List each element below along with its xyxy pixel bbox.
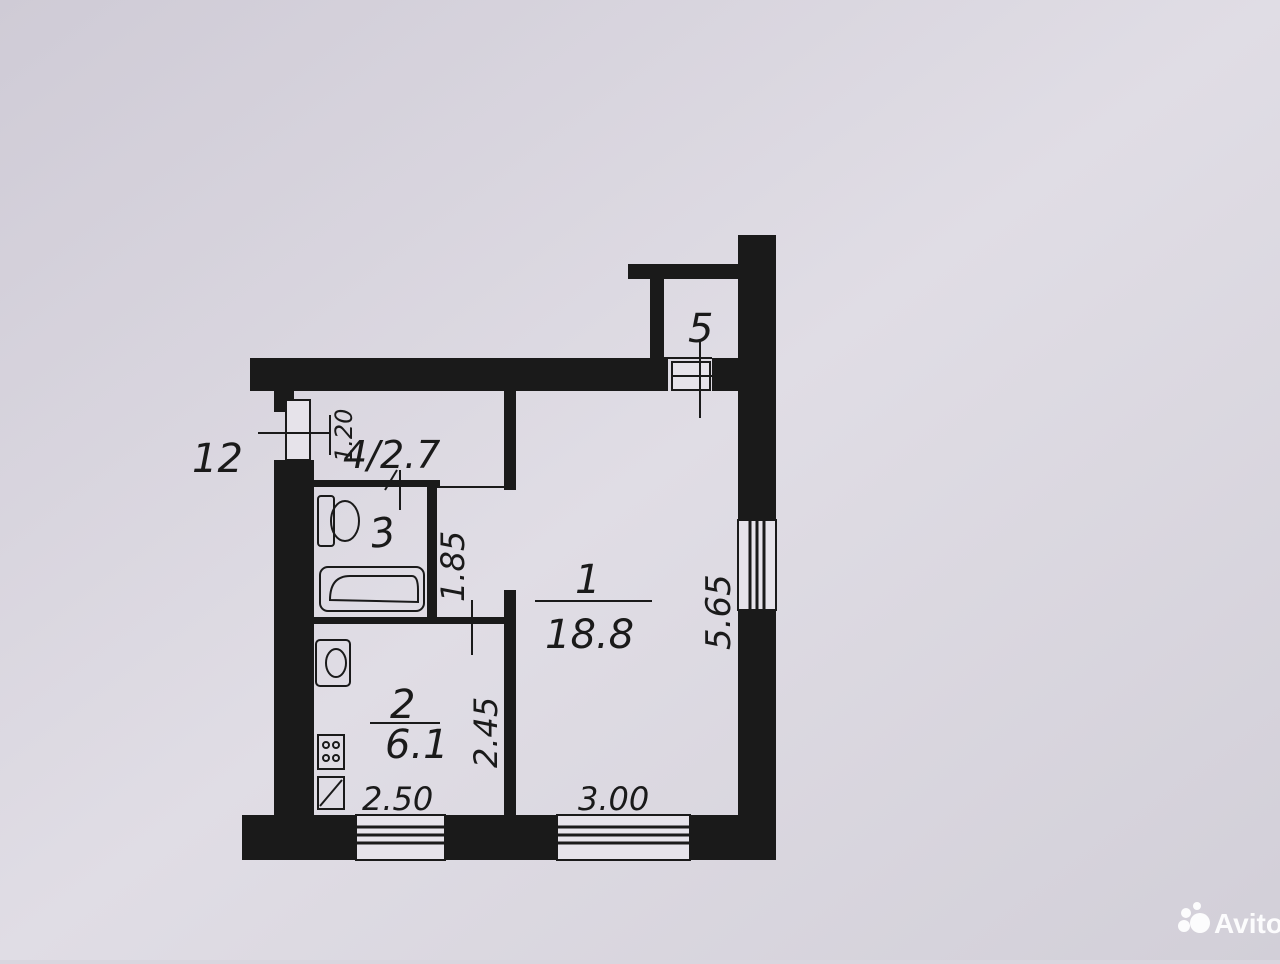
top-wall: [250, 358, 668, 391]
top-wall-right-segment: [712, 358, 742, 391]
kitchen-window: [355, 814, 446, 861]
entrance-door: [285, 399, 311, 461]
kitchen-right-partition: [504, 590, 516, 815]
stove-icon: [317, 734, 345, 770]
avito-watermark-text: Avito: [1214, 908, 1280, 939]
pantry-top-wall: [628, 264, 738, 279]
room1-width-dim: 3.00: [578, 780, 649, 818]
hall-width-dim: 1.20: [330, 409, 358, 462]
room3-number: 3: [367, 509, 399, 558]
room1-area: 18.8: [545, 612, 634, 658]
bottom-wall-middle: [445, 815, 557, 860]
windows: [355, 519, 777, 861]
room12-number: 12: [192, 436, 243, 482]
left-wall: [274, 460, 314, 815]
kitchen-width-dim: 2.50: [362, 780, 433, 818]
bottom-wall-right: [690, 815, 776, 860]
dimension-labels: 5.65 3.00 2.50 2.45 1.85 1.20: [330, 409, 739, 818]
hall-partition-top: [504, 390, 516, 490]
room2-number: 2: [390, 682, 415, 728]
bath-kitchen-partition: [310, 617, 510, 624]
bathtub-icon: [319, 566, 425, 612]
room1-height-dim: 5.65: [699, 574, 739, 650]
room4-label: 4/2.7: [343, 433, 440, 477]
bath-right-partition: [427, 485, 437, 620]
room4-slash: [384, 469, 398, 491]
room-labels: 1 18.8 2 6.1 3 4/2.7 5 12: [192, 306, 713, 768]
avito-logo-icon: [1178, 902, 1210, 933]
kitchen-height-dim: 2.45: [467, 697, 505, 768]
room2-area: 6.1: [385, 722, 449, 768]
bottom-wall-left: [242, 815, 356, 860]
room1-number: 1: [575, 557, 600, 603]
room-window: [556, 814, 691, 861]
room5-number: 5: [688, 306, 713, 352]
fixtures: [315, 495, 425, 810]
toilet-icon: [317, 495, 360, 547]
hall-bath-partition: [310, 480, 440, 487]
dimension-marks: [258, 340, 712, 724]
avito-watermark: Avito: [1178, 902, 1280, 939]
counter-icon: [317, 776, 345, 810]
sink-icon: [315, 639, 351, 687]
pantry-left-wall: [650, 279, 664, 361]
bath-height-dim: 1.85: [434, 531, 472, 602]
